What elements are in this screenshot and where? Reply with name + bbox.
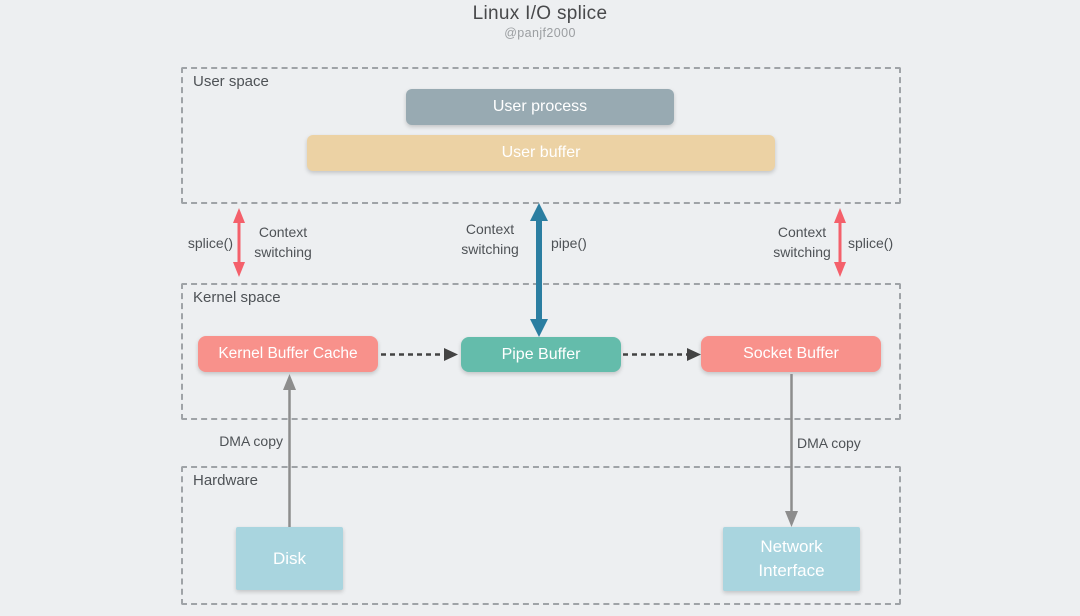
page-title: Linux I/O splice xyxy=(472,3,608,24)
context-switching-right-label: Context switching xyxy=(773,224,831,260)
socket-buffer-box: Socket Buffer xyxy=(701,336,881,372)
splice-left-label: splice() xyxy=(187,235,233,251)
splice-right-label: splice() xyxy=(848,235,894,251)
user-buffer-label: User buffer xyxy=(501,144,581,161)
context-switching-left-label: Context switching xyxy=(254,224,312,260)
author-handle: @panjf2000 xyxy=(504,26,576,40)
hardware-label: Hardware xyxy=(193,472,259,489)
hardware-section: Hardware xyxy=(181,466,901,605)
network-interface-label: Network Interface xyxy=(758,537,825,580)
user-buffer-box: User buffer xyxy=(307,135,775,171)
disk-label: Disk xyxy=(272,548,307,568)
user-process-box: User process xyxy=(406,89,674,125)
pipe-buffer-label: Pipe Buffer xyxy=(501,345,581,363)
pipe-label: pipe() xyxy=(551,235,587,251)
splice-arrow-left-icon xyxy=(233,208,245,277)
user-process-label: User process xyxy=(492,98,588,115)
context-switching-center-label: Context switching xyxy=(461,221,519,257)
dma-copy-left-label: DMA copy xyxy=(219,433,283,449)
pipe-buffer-box: Pipe Buffer xyxy=(461,337,621,372)
kernel-buffer-cache-box: Kernel Buffer Cache xyxy=(198,336,378,372)
kernel-space-label: Kernel space xyxy=(193,289,281,306)
dma-copy-right-label: DMA copy xyxy=(797,435,861,451)
user-space-label: User space xyxy=(193,73,269,90)
network-interface-box: Network Interface xyxy=(723,527,860,591)
kernel-buffer-cache-label: Kernel Buffer Cache xyxy=(218,345,358,362)
disk-box: Disk xyxy=(236,527,343,590)
socket-buffer-label: Socket Buffer xyxy=(743,345,839,362)
